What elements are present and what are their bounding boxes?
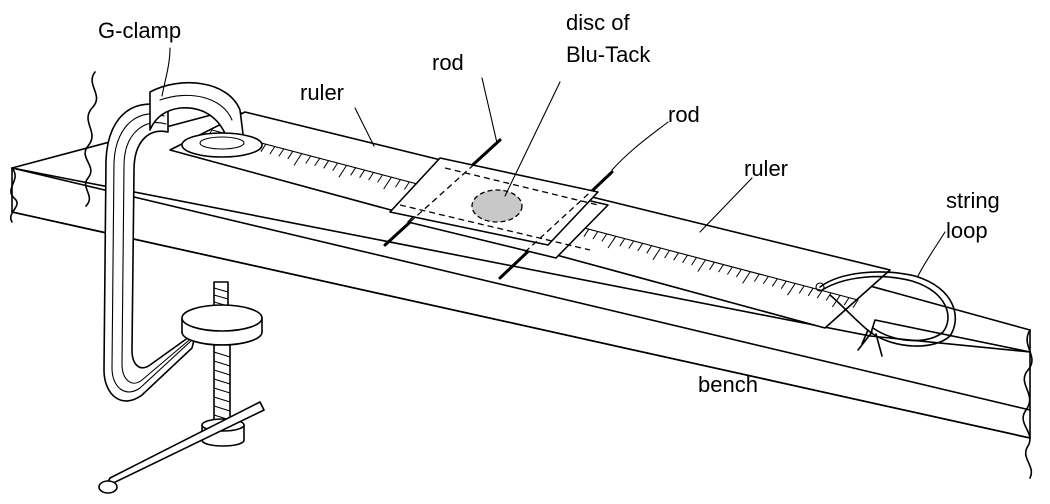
bench-bottom-edge (11, 211, 1031, 439)
ruler-tick (350, 167, 357, 176)
label-rod-left: rod (432, 50, 464, 75)
g-clamp-top-pad (181, 132, 263, 158)
ruler-tick (787, 283, 796, 296)
string-hole (815, 282, 825, 292)
ruler-tick (718, 264, 724, 273)
ruler-tick (735, 269, 742, 278)
ruler-tick (807, 287, 814, 297)
hidden-rod-left (409, 151, 489, 223)
labels: G-clamp rod disc of Blu-Tack ruler rod r… (98, 10, 1000, 397)
ruler-tick (825, 292, 832, 301)
ruler-tick (691, 257, 697, 266)
leader-ruler-right (699, 177, 753, 233)
ruler-tick (673, 252, 680, 261)
ruler-tick (260, 143, 267, 152)
ruler-tick (338, 165, 348, 178)
hidden-ruler-edge-b (444, 167, 599, 206)
g-clamp-stripe-2 (121, 122, 195, 384)
g-clamp-stripe-1 (111, 113, 193, 393)
hidden-rod-right (524, 184, 599, 253)
ruler-tick (664, 250, 671, 259)
ruler-tick (293, 153, 303, 166)
leader-rod-left (481, 77, 498, 144)
label-rod-right: rod (668, 102, 700, 127)
label-string-line1: string (946, 188, 1000, 213)
bench-front-face (11, 167, 1031, 439)
ruler-tick (305, 155, 312, 164)
ruler-tick (628, 240, 635, 249)
ruler-tick (816, 290, 823, 299)
g-clamp-tommy-bar-end (98, 480, 118, 494)
g-clamp-top-pad-inner (199, 136, 245, 150)
label-string-line2: loop (946, 218, 988, 243)
ruler-tick (592, 231, 599, 240)
g-clamp (98, 81, 265, 494)
ruler-tick (395, 179, 401, 188)
label-ruler-left: ruler (300, 80, 344, 105)
leader-string-loop (917, 231, 946, 277)
g-clamp-arch (149, 81, 245, 143)
ruler-tick (601, 233, 608, 242)
g-clamp-screw (213, 344, 231, 426)
ruler-tick (287, 151, 294, 160)
ruler-tick (359, 169, 365, 178)
leader-g-clamp (161, 47, 171, 97)
ruler-tick (619, 238, 626, 247)
leader-disc (504, 81, 561, 197)
bench-front-edge (11, 167, 1031, 411)
ruler-tick (278, 148, 285, 157)
ruler-tick (323, 160, 330, 169)
ruler-tick (697, 259, 706, 272)
ruler-tick (771, 278, 778, 287)
label-disc-line2: Blu-Tack (566, 42, 651, 67)
ruler-tick (377, 174, 383, 183)
label-ruler-right: ruler (744, 156, 788, 181)
bench-left-break (84, 71, 98, 207)
ruler-tick (798, 285, 805, 294)
string-loose-ends (857, 329, 883, 357)
string-loop (815, 271, 957, 357)
ruler-tick (753, 273, 760, 282)
ruler-tick (368, 172, 374, 181)
ruler-tick (646, 245, 653, 254)
g-clamp-frame (103, 103, 197, 402)
ruler-tick (332, 162, 339, 171)
pivot-assembly (383, 138, 614, 280)
string-loop-line (819, 271, 957, 347)
ruler-tick (269, 146, 276, 155)
string-loop-line-inner (821, 275, 949, 342)
ruler-tick (780, 280, 787, 289)
ruler-tick (637, 243, 644, 252)
ruler-tick (682, 254, 688, 263)
label-g-clamp: G-clamp (98, 18, 181, 43)
label-bench: bench (698, 372, 758, 397)
bench-left-end (9, 167, 18, 223)
g-clamp-arch-stripe (159, 94, 233, 121)
ruler-tick (762, 276, 769, 285)
blu-tack-disc (471, 189, 523, 223)
ruler-tick (852, 299, 859, 308)
g-clamp-lower-pad (181, 304, 263, 332)
ruler-tick (709, 261, 715, 271)
ruler-tick (742, 271, 751, 284)
hidden-ruler-edge-a (399, 204, 591, 251)
ruler-tick (652, 247, 662, 261)
label-disc-line1: disc of (566, 10, 630, 35)
leader-rod-right (611, 121, 669, 171)
ruler-tick (403, 181, 410, 190)
ruler-tick (314, 158, 321, 167)
ruler-tick (383, 176, 392, 190)
bench-right-break (1022, 329, 1033, 479)
ruler-tick (726, 266, 733, 275)
ruler-tick (843, 297, 850, 306)
g-clamp-thread (213, 351, 231, 421)
leader-lines (161, 47, 946, 277)
leader-ruler-left (354, 107, 375, 147)
ruler-tick (583, 228, 590, 237)
ruler-tick (607, 236, 617, 249)
